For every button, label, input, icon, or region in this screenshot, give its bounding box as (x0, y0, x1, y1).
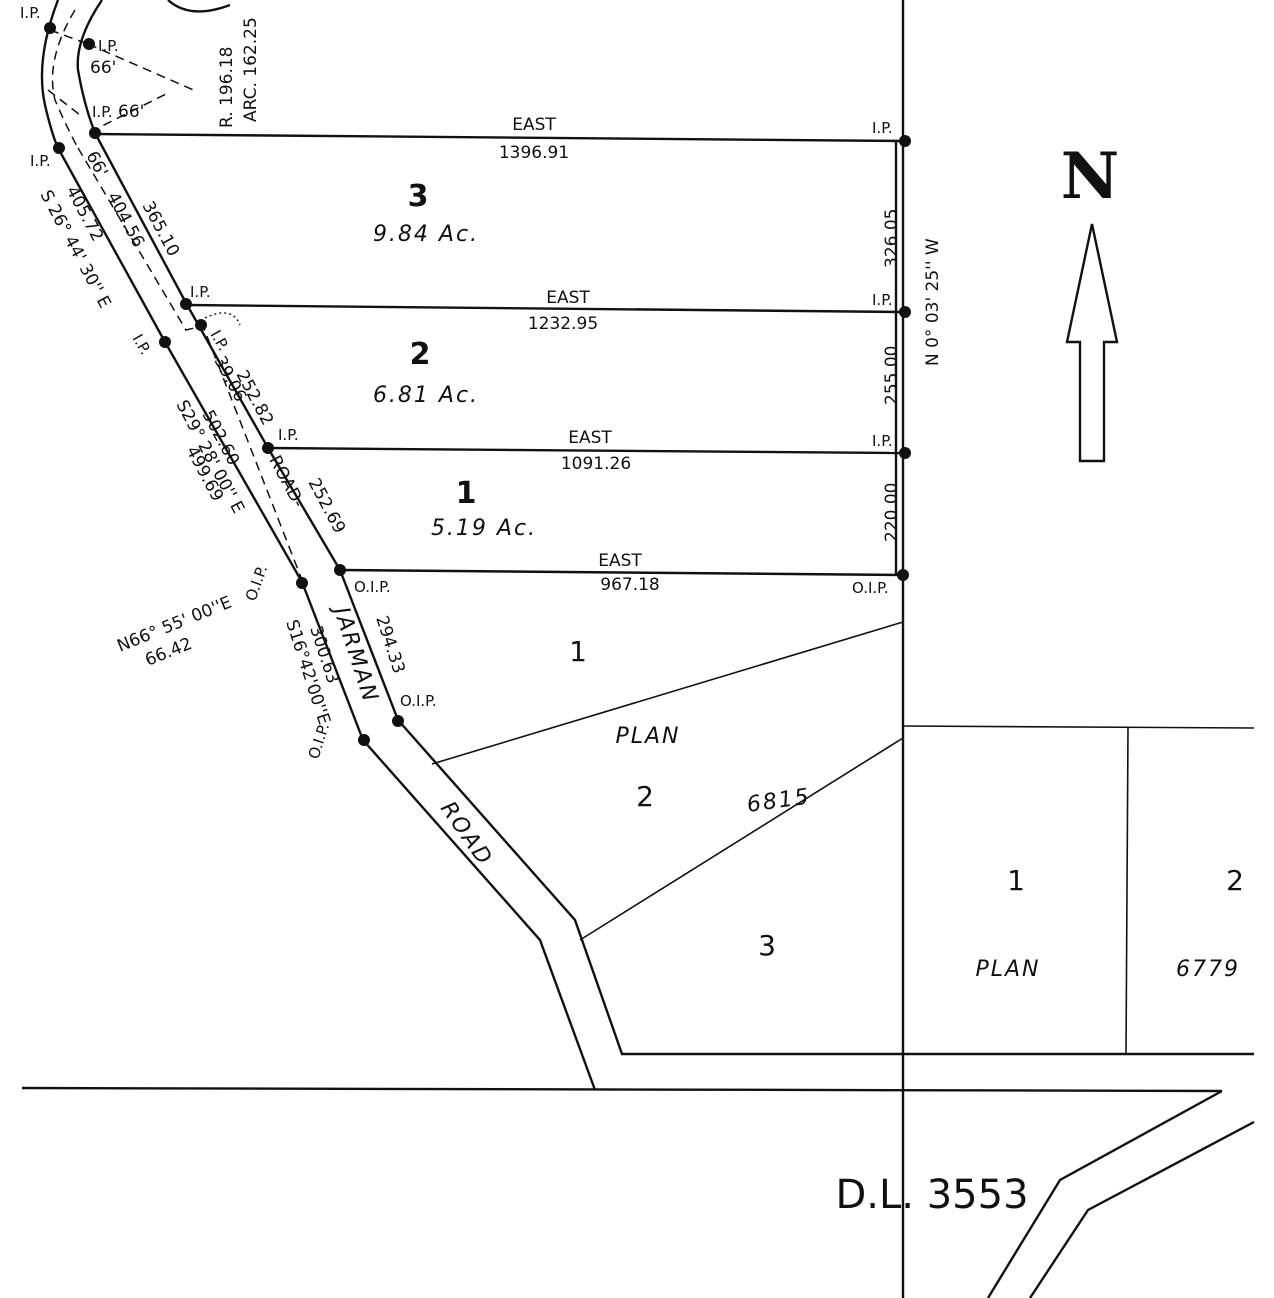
lot2-number: 2 (410, 337, 431, 372)
radius-line-2 (49, 29, 89, 45)
curve-arc (167, 0, 231, 13)
road-east-edge (93, 132, 1254, 1056)
lot2-length: 1232.95 (528, 314, 598, 334)
south-line-length: 967.18 (600, 575, 659, 595)
lot2-area: 6.81 Ac. (373, 383, 479, 408)
plan-lot-number: 1 (569, 635, 587, 668)
pin-label: O.I.P. (305, 721, 333, 761)
district-lot-label: D.L. 3553 (835, 1172, 1028, 1218)
radius-line (87, 43, 199, 93)
pin-label: I.P. (190, 283, 211, 301)
pin-label: I.P. (30, 152, 51, 170)
plan-lot-number: 3 (758, 929, 776, 962)
lot2-east-side: 255.00 (882, 346, 902, 405)
lot3-bearing: EAST (512, 115, 556, 135)
plan-6779-divider (1125, 727, 1129, 1055)
lot1-west-side: 252.69 (304, 475, 350, 537)
lot1-area: 5.19 Ac. (431, 516, 537, 541)
pin (899, 306, 911, 318)
pin-label: I.P. (98, 37, 119, 55)
pin-label: I.P. (278, 426, 299, 444)
lot3-length: 1396.91 (499, 143, 569, 163)
pin-label: I.P. (207, 327, 233, 354)
pin-label: O.I.P. (400, 692, 437, 710)
pin-label: I.P. (92, 103, 113, 121)
jarman-road-label: JARMAN (327, 600, 383, 706)
road-label: ROAD (435, 797, 497, 871)
plan-number-label: 6815 (745, 784, 812, 818)
lot1-number: 1 (456, 476, 477, 511)
pin (53, 142, 65, 154)
road-centre-line (77, 147, 303, 581)
radius-line-4 (47, 89, 81, 116)
pin (195, 319, 207, 331)
pin (83, 38, 95, 50)
south-line-bearing: EAST (598, 551, 642, 571)
pin (296, 577, 308, 589)
pin (358, 734, 370, 746)
pin (262, 442, 274, 454)
plan-lot-number: 2 (636, 780, 654, 813)
pin-label: O.I.P. (852, 579, 889, 597)
road-name-label: -ROAD- (262, 447, 309, 511)
lot3-north-line (94, 132, 904, 143)
curve-arc-label: ARC. 162.25 (241, 17, 261, 122)
pin-label: O.I.P. (242, 563, 271, 604)
south-road-line-inner (1028, 1120, 1255, 1298)
pin (334, 564, 346, 576)
east-boundary-bearing: N 0° 03' 25'' W (923, 238, 943, 366)
lot3-west-side: 365.10 (138, 198, 184, 260)
pin-label: I.P. (872, 432, 893, 450)
offset-leader (204, 312, 241, 326)
plan-lot-number: 2 (1226, 864, 1244, 897)
lot3-number: 3 (408, 179, 429, 214)
lot1-south-line (339, 568, 904, 577)
lot3-south-line (185, 303, 904, 314)
pin-label: I.P. (872, 291, 893, 309)
road-width-label: 66' (118, 102, 144, 122)
pin-label: O.I.P. (354, 578, 391, 596)
south-road-line-outer (986, 1089, 1223, 1298)
road-west-edge (56, 147, 597, 1091)
pin (392, 715, 404, 727)
plan-label: PLAN (975, 957, 1040, 982)
plan-number-label: 6779 (1176, 957, 1240, 982)
lot3-east-side: 326.05 (882, 209, 902, 268)
pin-label: I.P. (20, 4, 41, 22)
pin (44, 22, 56, 34)
road-width-label: 66' (82, 148, 112, 181)
plan-6779-north (902, 725, 1255, 729)
plan-label: PLAN (615, 724, 680, 749)
pin (899, 135, 911, 147)
north-arrow (1065, 223, 1119, 463)
pin (897, 569, 909, 581)
pin-label: I.P. (872, 119, 893, 137)
pin (899, 447, 911, 459)
lot1-east-side: 220.00 (882, 483, 902, 542)
lot1-bearing: EAST (568, 428, 612, 448)
north-letter: N (1061, 139, 1120, 214)
lot3-area: 9.84 Ac. (373, 222, 479, 247)
pin (180, 298, 192, 310)
pin (159, 336, 171, 348)
south-road-line-north (21, 1086, 1223, 1093)
curve-radius-label: R. 196.18 (217, 47, 237, 129)
lot2-bearing: EAST (546, 288, 590, 308)
iron-pins (44, 22, 911, 746)
lot1-length: 1091.26 (561, 454, 631, 474)
plan-lot-number: 1 (1007, 864, 1025, 897)
road-width-label: 66' (90, 58, 116, 78)
plan-lot-line-b (579, 737, 904, 941)
lot2-south-line (267, 446, 904, 455)
pin (89, 127, 101, 139)
road-edge-east-top (76, 0, 103, 134)
pin-label: I.P. (129, 331, 155, 358)
plan-lot-line-a (431, 621, 904, 765)
road-centre-top (51, 9, 79, 149)
